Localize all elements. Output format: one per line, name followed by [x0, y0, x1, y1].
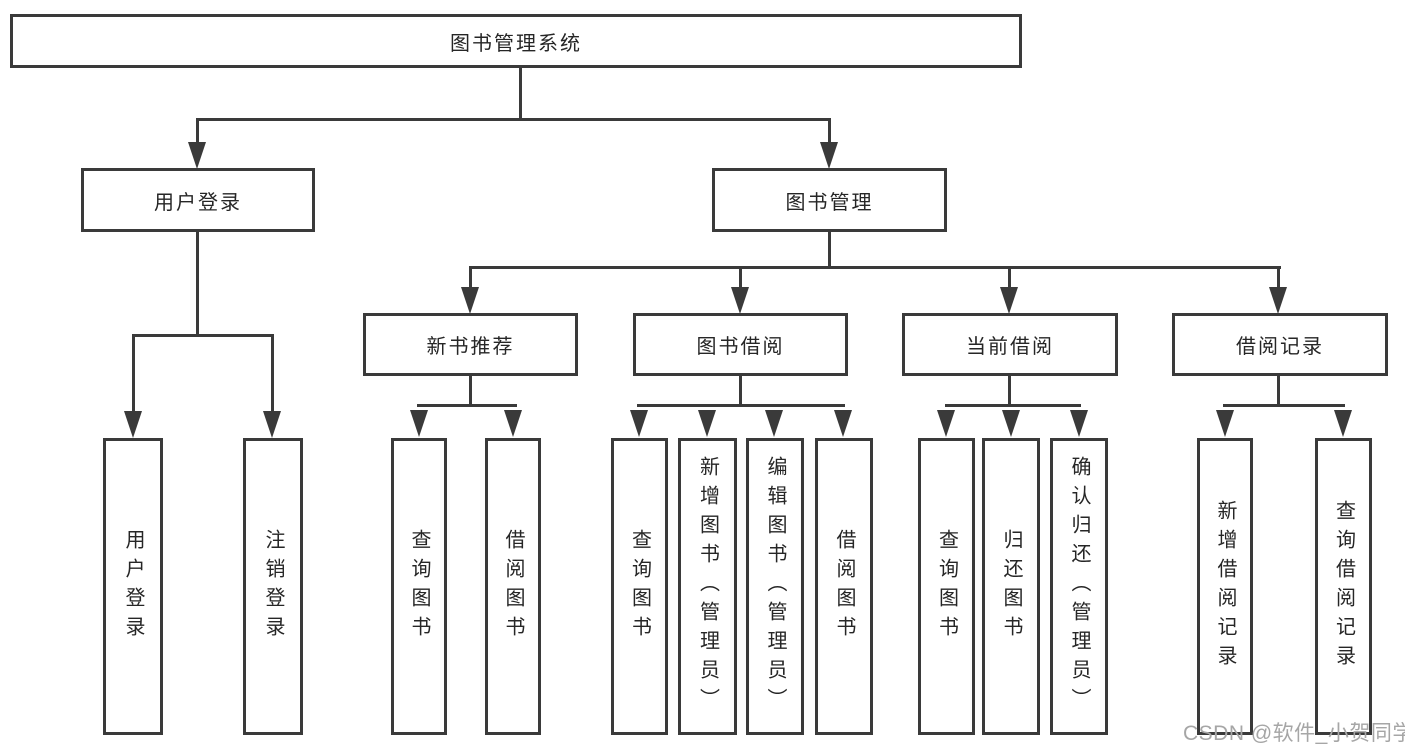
leaf-current-query-books: 查询图书 — [918, 438, 975, 735]
node-current-borrow-label: 当前借阅 — [966, 336, 1054, 358]
node-user-login: 用户登录 — [81, 168, 315, 232]
connector-borrow-stem — [739, 376, 742, 407]
connector-recommend-branch — [417, 404, 517, 407]
arrow-to-current-return — [1002, 410, 1020, 437]
arrow-to-current-query — [937, 410, 955, 437]
leaf-current-return-books-label: 归还图书 — [1000, 528, 1022, 645]
leaf-recommend-query-books: 查询图书 — [391, 438, 447, 735]
leaf-recommend-query-books-label: 查询图书 — [408, 528, 430, 645]
node-new-book-recommend: 新书推荐 — [363, 313, 578, 376]
arrow-to-recommend-borrow — [504, 410, 522, 437]
node-book-management-label: 图书管理 — [785, 191, 874, 214]
leaf-borrow-borrow-books: 借阅图书 — [815, 438, 873, 735]
leaf-user-login-label: 用户登录 — [122, 528, 144, 645]
arrow-to-leaf-logout — [263, 411, 281, 438]
arrow-to-borrow-borrow — [834, 410, 852, 437]
node-new-book-recommend-label: 新书推荐 — [426, 336, 515, 358]
node-book-management: 图书管理 — [712, 168, 947, 232]
leaf-records-add-record: 新增借阅记录 — [1197, 438, 1253, 735]
leaf-logout: 注销登录 — [243, 438, 303, 735]
connector-current-stem — [1008, 376, 1011, 407]
arrow-to-borrow-add — [698, 410, 716, 437]
arrow-to-records-query — [1334, 410, 1352, 437]
connector-stem-borrow — [739, 268, 742, 289]
arrow-to-current — [1000, 287, 1018, 314]
arrow-to-current-confirm — [1070, 410, 1088, 437]
leaf-records-query-record-label: 查询借阅记录 — [1332, 499, 1355, 674]
connector-stem-recommend — [469, 268, 472, 289]
arrow-to-user-login — [188, 142, 206, 169]
leaf-current-confirm-return-admin-label: 确认归还（管理员） — [1068, 456, 1090, 717]
connector-stem-book-management — [828, 120, 831, 146]
leaf-current-confirm-return-admin: 确认归还（管理员） — [1050, 438, 1108, 735]
leaf-current-query-books-label: 查询图书 — [935, 528, 958, 645]
leaf-borrow-query-books: 查询图书 — [611, 438, 668, 735]
node-borrow-records: 借阅记录 — [1172, 313, 1388, 376]
connector-user-login-branch — [132, 334, 274, 337]
node-user-login-label: 用户登录 — [154, 191, 242, 214]
leaf-logout-label: 注销登录 — [262, 528, 284, 645]
arrow-to-borrow-edit — [765, 410, 783, 437]
connector-stem-user-login — [196, 120, 199, 146]
leaf-borrow-add-books-admin: 新增图书（管理员） — [678, 438, 737, 735]
connector-stem-current — [1008, 268, 1011, 289]
node-book-borrow: 图书借阅 — [633, 313, 848, 376]
node-root-label: 图书管理系统 — [450, 32, 582, 55]
watermark-text: CSDN @软件_小贺同学 — [1183, 722, 1405, 745]
node-book-borrow-label: 图书借阅 — [696, 336, 785, 358]
leaf-user-login: 用户登录 — [103, 438, 163, 735]
arrow-to-borrow — [731, 287, 749, 314]
leaf-borrow-borrow-books-label: 借阅图书 — [833, 528, 855, 645]
connector-book-management-stem — [828, 232, 831, 268]
arrow-to-recommend — [461, 287, 479, 314]
node-root: 图书管理系统 — [10, 14, 1022, 68]
leaf-borrow-add-books-admin-label: 新增图书（管理员） — [696, 456, 719, 717]
leaf-current-return-books: 归还图书 — [982, 438, 1040, 735]
connector-root-branch — [196, 118, 831, 121]
arrow-to-records-add — [1216, 410, 1234, 437]
leaf-borrow-query-books-label: 查询图书 — [628, 528, 651, 645]
connector-book-management-branch — [469, 266, 1281, 269]
arrow-to-leaf-login — [124, 411, 142, 438]
node-current-borrow: 当前借阅 — [902, 313, 1118, 376]
leaf-records-add-record-label: 新增借阅记录 — [1214, 499, 1236, 674]
connector-records-branch — [1223, 404, 1345, 407]
connector-stem-leaf-login — [132, 336, 135, 412]
connector-user-login-stem — [196, 232, 199, 336]
arrow-to-records — [1269, 287, 1287, 314]
connector-stem-leaf-logout — [271, 336, 274, 412]
arrow-to-book-management — [820, 142, 838, 169]
connector-records-stem — [1277, 376, 1280, 407]
node-borrow-records-label: 借阅记录 — [1236, 336, 1324, 358]
connector-borrow-branch — [637, 404, 845, 407]
connector-current-branch — [945, 404, 1081, 407]
connector-root-stem — [519, 68, 522, 120]
arrow-to-recommend-query — [410, 410, 428, 437]
connector-stem-records — [1277, 268, 1280, 289]
leaf-borrow-edit-books-admin: 编辑图书（管理员） — [746, 438, 804, 735]
leaf-recommend-borrow-books-label: 借阅图书 — [502, 528, 524, 645]
leaf-borrow-edit-books-admin-label: 编辑图书（管理员） — [764, 456, 786, 717]
connector-recommend-stem — [469, 376, 472, 407]
arrow-to-borrow-query — [630, 410, 648, 437]
leaf-records-query-record: 查询借阅记录 — [1315, 438, 1372, 735]
leaf-recommend-borrow-books: 借阅图书 — [485, 438, 541, 735]
